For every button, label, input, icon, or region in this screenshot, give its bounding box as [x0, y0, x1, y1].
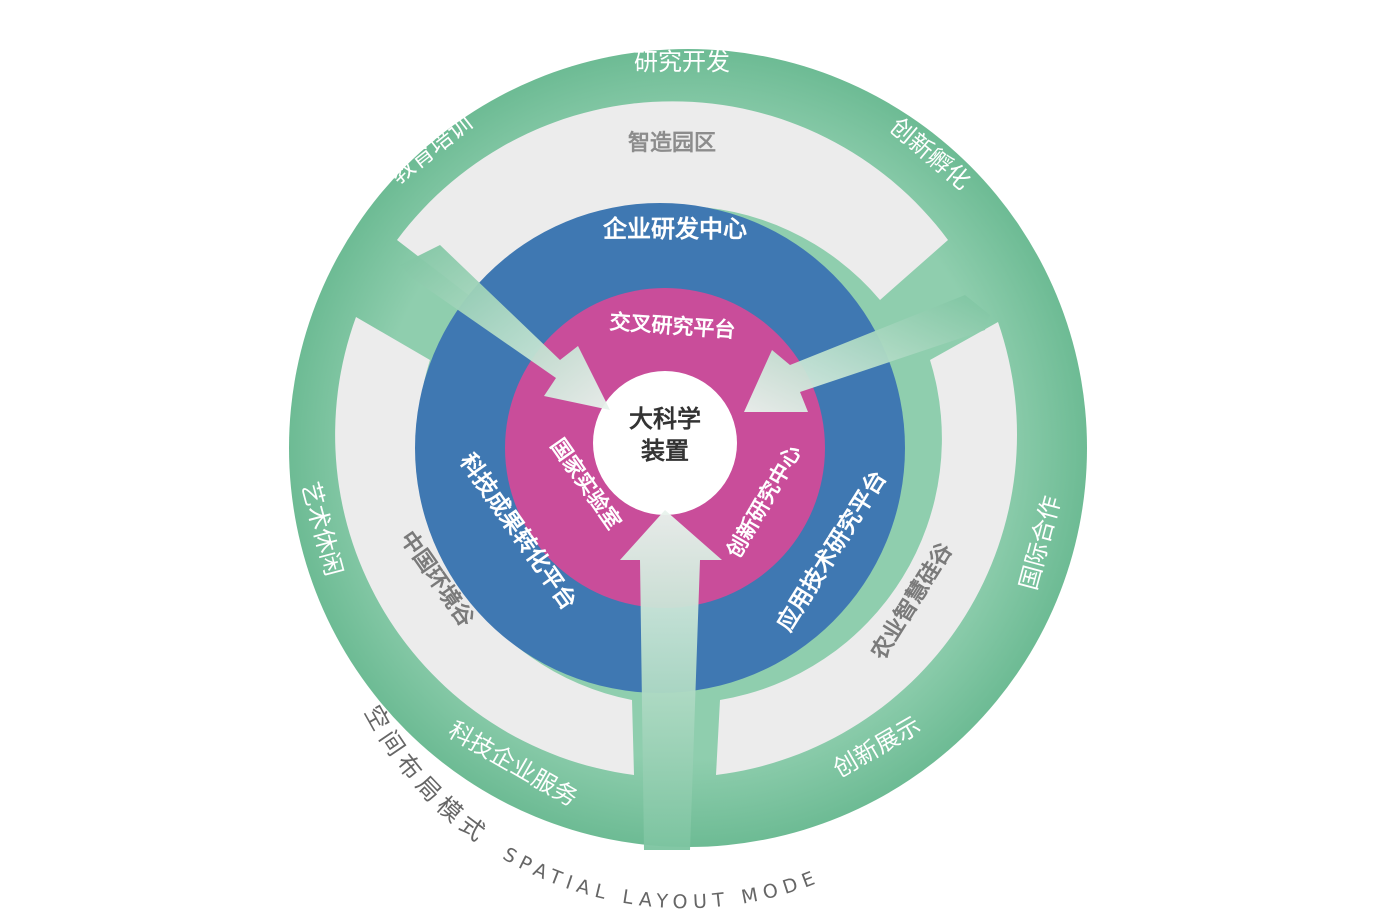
- center-circle: [593, 371, 737, 515]
- gray-label-top: 智造园区: [628, 130, 716, 156]
- center-label-line2: 装置: [641, 437, 689, 465]
- arrow-top-right: [744, 295, 990, 412]
- arrow-top-left: [400, 245, 610, 410]
- gray-ring: [335, 101, 1018, 775]
- gray-sector-right: [716, 322, 1018, 775]
- green-label-top: 研究开发: [634, 48, 730, 76]
- footer-english: SPATIAL LAYOUT MODE: [499, 843, 823, 913]
- arrow-bottom: [620, 510, 722, 850]
- blue-label-top: 企业研发中心: [603, 215, 747, 243]
- center-label-line1: 大科学: [629, 405, 701, 433]
- gray-sector-left: [335, 317, 634, 775]
- gray-sector-top: [397, 101, 948, 300]
